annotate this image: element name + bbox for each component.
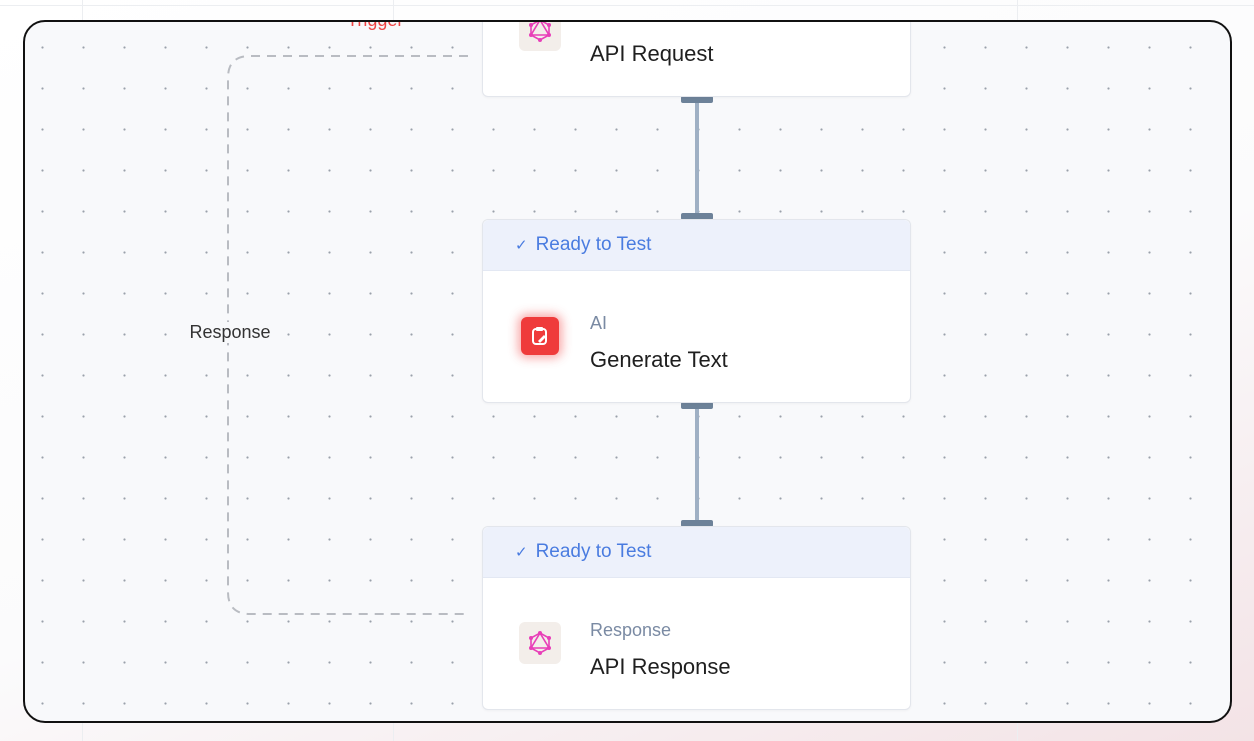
status-text: Ready to Test — [535, 541, 652, 562]
background-gridline — [0, 5, 1254, 6]
node-api-response[interactable]: ✓ Ready to Test Response API Response — [482, 526, 911, 710]
trigger-label: Trigger — [347, 20, 404, 30]
check-icon: ✓ — [515, 237, 528, 254]
loop-edge-label: Response — [175, 322, 285, 343]
connector-handle[interactable] — [681, 402, 713, 409]
status-text: Ready to Test — [535, 234, 652, 255]
status-badge: ✓ Ready to Test — [483, 527, 910, 578]
connector-handle[interactable] — [681, 96, 713, 103]
ai-text-icon — [521, 317, 559, 355]
loop-edge[interactable] — [25, 22, 1230, 721]
connector-handle[interactable] — [681, 520, 713, 527]
node-title: Generate Text — [590, 347, 728, 372]
node-title: API Request — [590, 41, 714, 66]
graphql-icon — [519, 622, 561, 664]
status-badge: ✓ Ready to Test — [483, 220, 910, 271]
node-generate-text[interactable]: ✓ Ready to Test AI Generate Text — [482, 219, 911, 403]
connector-line — [695, 100, 699, 218]
node-type: AI — [590, 313, 608, 333]
node-type: Response — [590, 620, 672, 640]
connector-line — [695, 406, 699, 524]
workflow-canvas[interactable]: Response Trigger API Request ✓ Ready to … — [23, 20, 1232, 723]
check-icon: ✓ — [515, 544, 528, 561]
connector-handle[interactable] — [681, 213, 713, 220]
node-api-request[interactable]: API Request — [482, 22, 911, 97]
graphql-icon — [519, 22, 561, 51]
node-title: API Response — [590, 654, 731, 679]
